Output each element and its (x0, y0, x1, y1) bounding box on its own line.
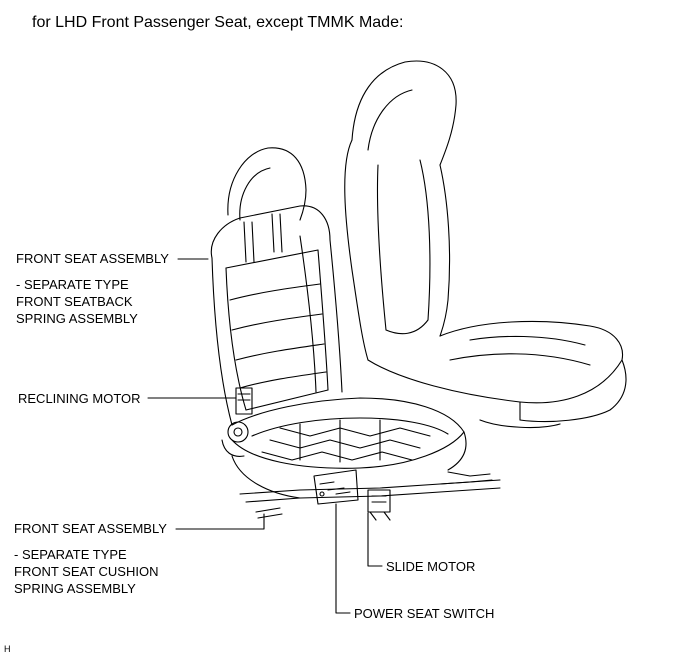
callout-name: POWER SEAT SWITCH (354, 606, 495, 621)
callout-front-seat-assembly-back: FRONT SEAT ASSEMBLY - SEPARATE TYPE FRON… (16, 250, 169, 327)
upholstered-seat-illustration (344, 60, 627, 429)
seat-frame-illustration (210, 147, 501, 521)
callout-sub-line: - SEPARATE TYPE (16, 277, 129, 292)
callout-sub-line: - SEPARATE TYPE (14, 547, 127, 562)
page-title: for LHD Front Passenger Seat, except TMM… (32, 14, 404, 31)
leader-slide-motor (367, 512, 383, 567)
callout-front-seat-assembly-cushion: FRONT SEAT ASSEMBLY - SEPARATE TYPE FRON… (14, 520, 167, 597)
figure-code: H (4, 644, 11, 654)
callout-name: SLIDE MOTOR (386, 559, 476, 574)
leader-front-seat-assembly-cushion (175, 513, 265, 530)
callout-name: RECLINING MOTOR (18, 391, 141, 406)
callout-name: FRONT SEAT ASSEMBLY (14, 521, 167, 536)
callout-power-seat-switch: POWER SEAT SWITCH (354, 605, 494, 622)
callout-name: FRONT SEAT ASSEMBLY (16, 251, 169, 266)
callout-slide-motor: SLIDE MOTOR (386, 558, 475, 575)
callout-reclining-motor: RECLINING MOTOR (18, 390, 141, 407)
callout-sub-line: SPRING ASSEMBLY (16, 311, 138, 326)
leader-lines (147, 258, 383, 614)
callout-sub-line: FRONT SEAT CUSHION (14, 564, 159, 579)
leader-power-seat-switch (335, 503, 351, 614)
callout-sub-line: FRONT SEATBACK (16, 294, 133, 309)
callout-sub-line: SPRING ASSEMBLY (14, 581, 136, 596)
